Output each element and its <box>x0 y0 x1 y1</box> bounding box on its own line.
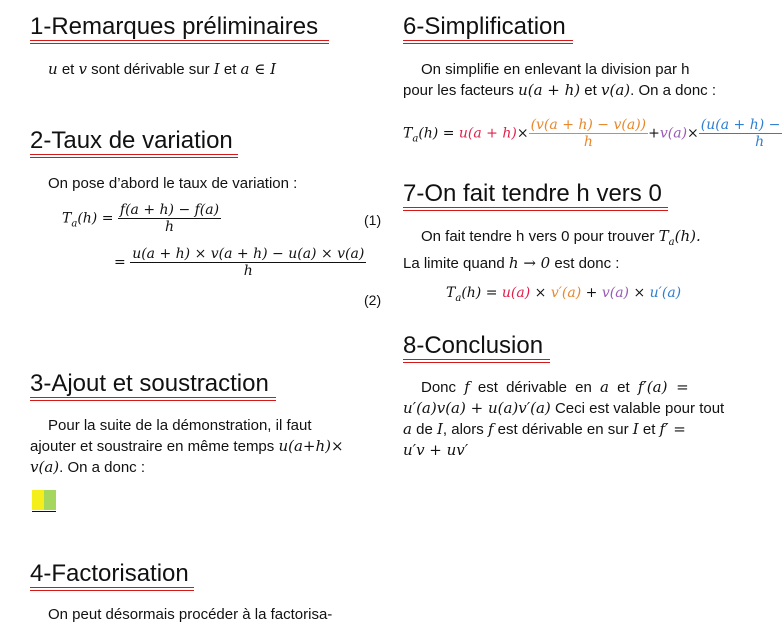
title-underline <box>403 207 668 211</box>
section-title-limite: 7-On fait tendre h vers 0 <box>403 180 662 207</box>
title-underline <box>403 40 573 44</box>
section-title-conclusion: 8-Conclusion <box>403 332 544 359</box>
equation-taux-1: Ta(h) = f(a + h) − f(a)h <box>62 202 222 235</box>
section-title-taux: 2-Taux de variation <box>30 127 233 154</box>
title-underline <box>30 397 276 401</box>
section-title-remarques: 1-Remarques préliminaires <box>30 13 319 40</box>
highlight-term <box>32 490 38 510</box>
equation-number-2: (2) <box>364 292 382 308</box>
equation-limite: Ta(h) = u(a) × v′(a) + v(a) × u′(a) <box>446 285 682 304</box>
section-title-simplification: 6-Simplification <box>403 13 566 40</box>
equation-ajout-soustraction <box>30 490 56 512</box>
section-title-factorisation: 4-Factorisation <box>30 560 189 587</box>
highlight-term <box>44 490 50 510</box>
paragraph-conclusion: Donc f est dérivable en a et f′(a) = u′(… <box>403 378 725 459</box>
paragraph-simplification: On simplifie en enlevant la division par… <box>403 61 717 99</box>
paragraph-factorisation: On peut désormais procéder à la factoris… <box>48 606 333 623</box>
title-underline <box>30 154 238 158</box>
paragraph-ajout: Pour la suite de la démonstration, il fa… <box>30 417 344 476</box>
highlight-term <box>38 490 44 510</box>
paragraph-limite: On fait tendre h vers 0 pour trouver Ta(… <box>403 227 701 272</box>
equation-simplification: Ta(h) = u(a + h)×(v(a + h) − v(a))h+v(a)… <box>403 117 782 150</box>
title-underline <box>30 587 194 591</box>
title-underline <box>30 40 329 44</box>
highlight-term <box>50 490 56 510</box>
title-underline <box>403 359 550 363</box>
paragraph-taux-intro: On pose d’abord le taux de variation : <box>48 175 298 192</box>
paragraph-remarques: u et v sont dérivable sur I et a ∈ I <box>48 60 277 78</box>
section-title-ajout: 3-Ajout et soustraction <box>30 370 269 397</box>
equation-number-1: (1) <box>364 212 382 228</box>
equation-taux-2: = u(a + h) × v(a + h) − u(a) × v(a)h <box>114 246 367 279</box>
